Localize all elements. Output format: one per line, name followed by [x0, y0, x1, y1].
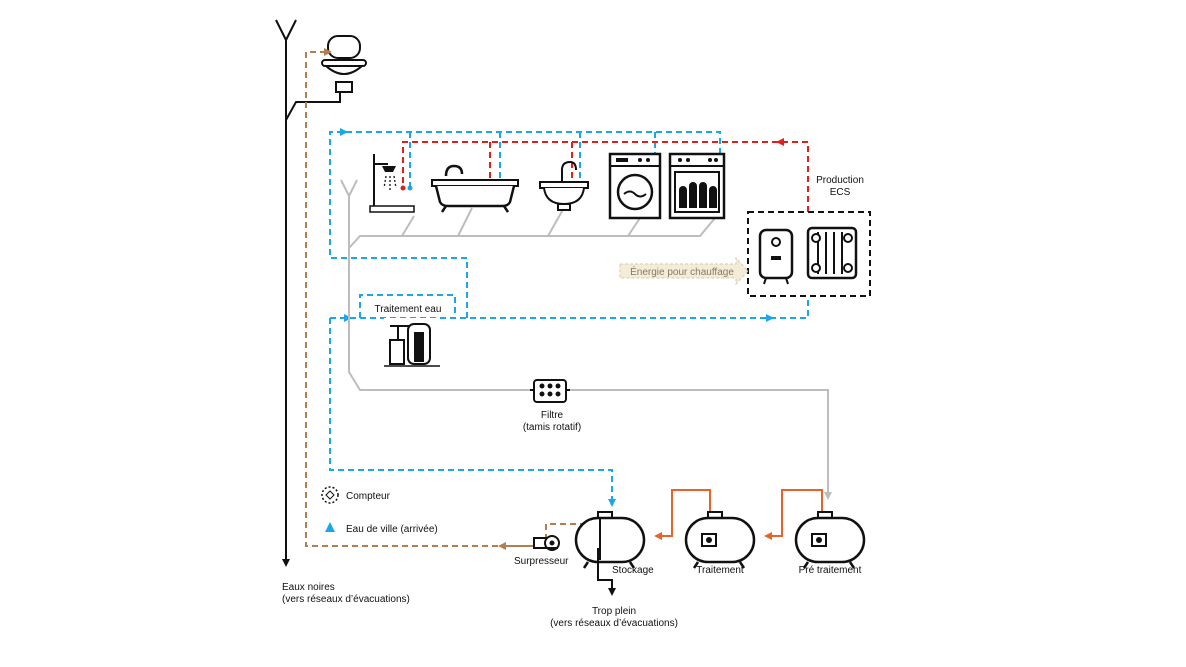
meter-label: Compteur	[346, 491, 391, 502]
overflow-label-line1: Trop plein	[592, 606, 636, 617]
black-water-label-line1: Eaux noires	[282, 582, 335, 593]
production-ecs-label-line1: Production	[816, 175, 864, 186]
heat-exchanger-icon	[806, 226, 858, 280]
filter-label-line1: Filtre	[541, 410, 564, 421]
booster-label: Surpresseur	[514, 556, 569, 567]
energy-label: Énergie pour chauffage	[630, 265, 734, 278]
booster-pump-icon	[533, 535, 560, 551]
overflow-label-line2: (vers réseaux d’évacuations)	[550, 618, 678, 629]
grey-water-network	[340, 179, 832, 500]
black-water-stack	[275, 19, 341, 567]
sink-icon	[539, 160, 589, 211]
treatment-flow	[654, 489, 823, 540]
water-softener-icon	[384, 318, 440, 368]
black-water-label-line2: (vers réseaux d’évacuations)	[282, 594, 410, 605]
filter-label-line2: (tamis rotatif)	[523, 422, 581, 433]
overflow-line	[597, 548, 616, 596]
bathtub-icon	[431, 164, 519, 213]
tank-icon	[574, 511, 646, 569]
washing-machine-icon	[608, 152, 662, 220]
water-meter-icon	[321, 486, 339, 504]
dishwasher-icon	[668, 152, 726, 220]
toilet-icon	[321, 35, 367, 93]
treatment-label: Traitement	[696, 565, 744, 576]
rotary-filter-icon	[530, 379, 570, 403]
tank-icon	[684, 511, 756, 569]
city-water-label: Eau de ville (arrivée)	[346, 524, 438, 535]
pretreatment-label: Pré traitement	[799, 565, 862, 576]
water-heater-icon	[758, 228, 794, 285]
shower-icon	[369, 154, 415, 213]
storage-label: Stockage	[612, 565, 654, 576]
production-ecs-label-line2: ECS	[830, 187, 851, 198]
tank-icon	[794, 511, 866, 569]
city-water-arrow-icon	[325, 522, 335, 532]
water-treatment-label: Traitement eau	[375, 304, 442, 315]
energy-arrow: Énergie pour chauffage	[619, 256, 749, 286]
